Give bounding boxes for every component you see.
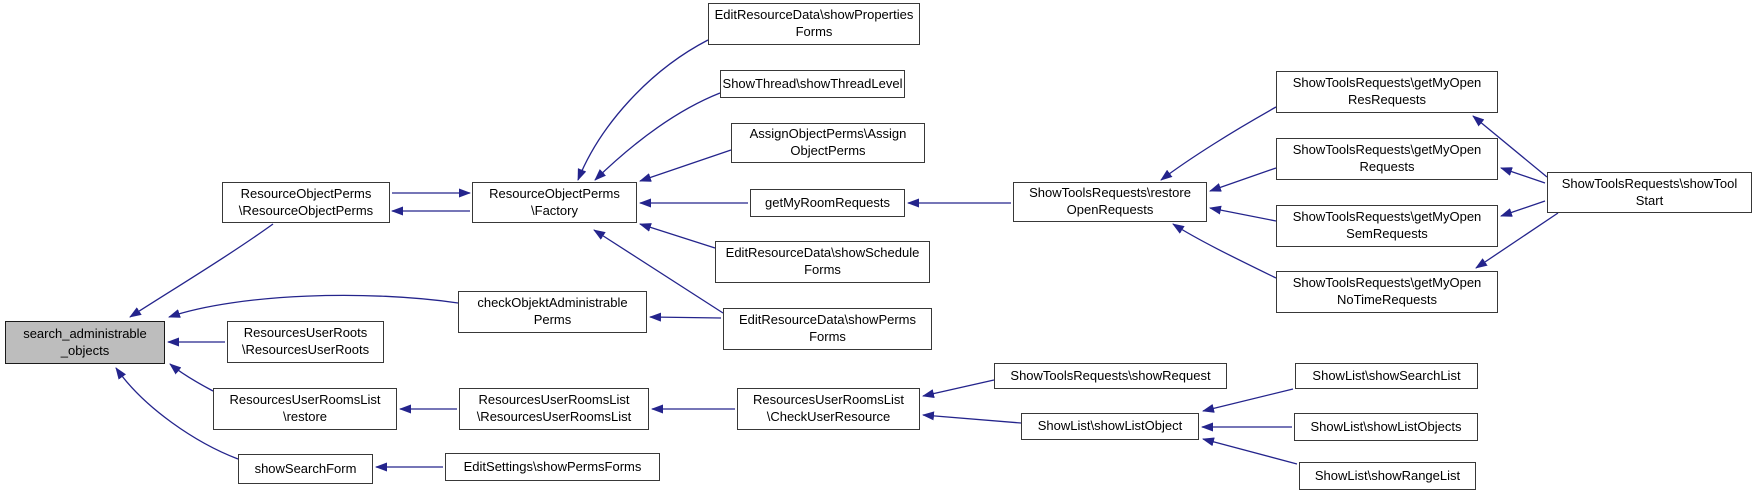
node-showtoolsrequests-showtoolstart[interactable]: ShowToolsRequests\showTool Start	[1547, 172, 1752, 213]
node-editresourcedata-showscheduleforms[interactable]: EditResourceData\showSchedule Forms	[715, 241, 930, 283]
node-editresourcedata-showpermsforms[interactable]: EditResourceData\showPerms Forms	[723, 308, 932, 350]
edge-showproperties-to-factory	[577, 39, 709, 181]
node-showtoolsrequests-restoreopenrequests[interactable]: ShowToolsRequests\restore OpenRequests	[1013, 182, 1207, 222]
edge-resrequests-to-restoreopen	[1160, 106, 1277, 181]
edge-showtoolstart-to-resrequests	[1472, 115, 1548, 178]
edge-showperms-to-checkobjekt	[649, 312, 722, 322]
edge-showrequest-to-checkuserresource	[922, 379, 995, 398]
edge-rorp-to-search	[129, 223, 274, 318]
node-showtoolsrequests-getmyopensemrequests[interactable]: ShowToolsRequests\getMyOpen SemRequests	[1276, 205, 1498, 247]
node-showlist-showrangelist[interactable]: ShowList\showRangeList	[1299, 462, 1476, 490]
node-resourceobjectperms-factory[interactable]: ResourceObjectPerms \Factory	[472, 182, 637, 223]
node-showlist-showlistobject[interactable]: ShowList\showListObject	[1021, 413, 1199, 440]
edge-showsearchform-to-search	[115, 367, 239, 460]
node-getmyroomrequests[interactable]: getMyRoomRequests	[750, 189, 905, 217]
node-showthread-showthreadlevel[interactable]: ShowThread\showThreadLevel	[720, 70, 905, 98]
edge-showsearchlist-to-showlistobject	[1202, 388, 1294, 413]
edge-showtoolstart-to-notimerequests	[1475, 212, 1559, 269]
edge-showlistobject-to-checkuserresource	[922, 411, 1022, 424]
edge-rurlrestore-to-search	[169, 363, 214, 392]
node-showtoolsrequests-showrequest[interactable]: ShowToolsRequests\showRequest	[994, 363, 1227, 389]
node-resourceobjectperms-resourceobjectperms[interactable]: ResourceObjectPerms \ResourceObjectPerms	[222, 182, 390, 223]
node-resourcesuserroomslist-checkuserresource[interactable]: ResourcesUserRoomsList \CheckUserResourc…	[737, 388, 920, 430]
node-search-administrable-objects[interactable]: search_administrable _objects	[5, 321, 165, 364]
node-showtoolsrequests-getmyopennotimerequests[interactable]: ShowToolsRequests\getMyOpen NoTimeReques…	[1276, 271, 1498, 313]
edge-assignobjectperms-to-factory	[639, 149, 732, 182]
node-assignobjectperms-assignobjectperms[interactable]: AssignObjectPerms\Assign ObjectPerms	[731, 123, 925, 163]
edge-showschedule-to-factory	[639, 223, 716, 249]
edge-checkobjekt-to-search	[168, 294, 459, 318]
edge-semrequests-to-restoreopen	[1209, 205, 1277, 222]
edge-openrequests-to-restoreopen	[1209, 167, 1277, 192]
node-showtoolsrequests-getmyopenresrequests[interactable]: ShowToolsRequests\getMyOpen ResRequests	[1276, 71, 1498, 113]
edge-showperms-to-factory	[593, 229, 724, 314]
node-editsettings-showpermsforms[interactable]: EditSettings\showPermsForms	[445, 453, 660, 481]
node-showsearchform[interactable]: showSearchForm	[238, 454, 373, 484]
node-editresourcedata-showpropertiesforms[interactable]: EditResourceData\showProperties Forms	[708, 3, 920, 45]
node-showtoolsrequests-getmyopenrequests[interactable]: ShowToolsRequests\getMyOpen Requests	[1276, 138, 1498, 180]
edge-notimerequests-to-restoreopen	[1172, 223, 1277, 279]
edge-showtoolstart-to-semrequests	[1500, 200, 1546, 217]
edge-showthreadlevel-to-factory	[594, 92, 721, 181]
node-resourcesuserroomslist-restore[interactable]: ResourcesUserRoomsList \restore	[213, 388, 397, 430]
edge-showtoolstart-to-openrequests	[1500, 167, 1546, 184]
node-showlist-showlistobjects[interactable]: ShowList\showListObjects	[1294, 413, 1478, 441]
node-checkobjektadministrableperms[interactable]: checkObjektAdministrable Perms	[458, 291, 647, 333]
node-resourcesuserroomslist-resourcesuserroomslist[interactable]: ResourcesUserRoomsList \ResourcesUserRoo…	[459, 388, 649, 430]
node-resourcesuserroots-resourcesuserroots[interactable]: ResourcesUserRoots \ResourcesUserRoots	[227, 321, 384, 363]
node-showlist-showsearchlist[interactable]: ShowList\showSearchList	[1295, 363, 1478, 389]
edge-showrangelist-to-showlistobject	[1202, 437, 1298, 465]
